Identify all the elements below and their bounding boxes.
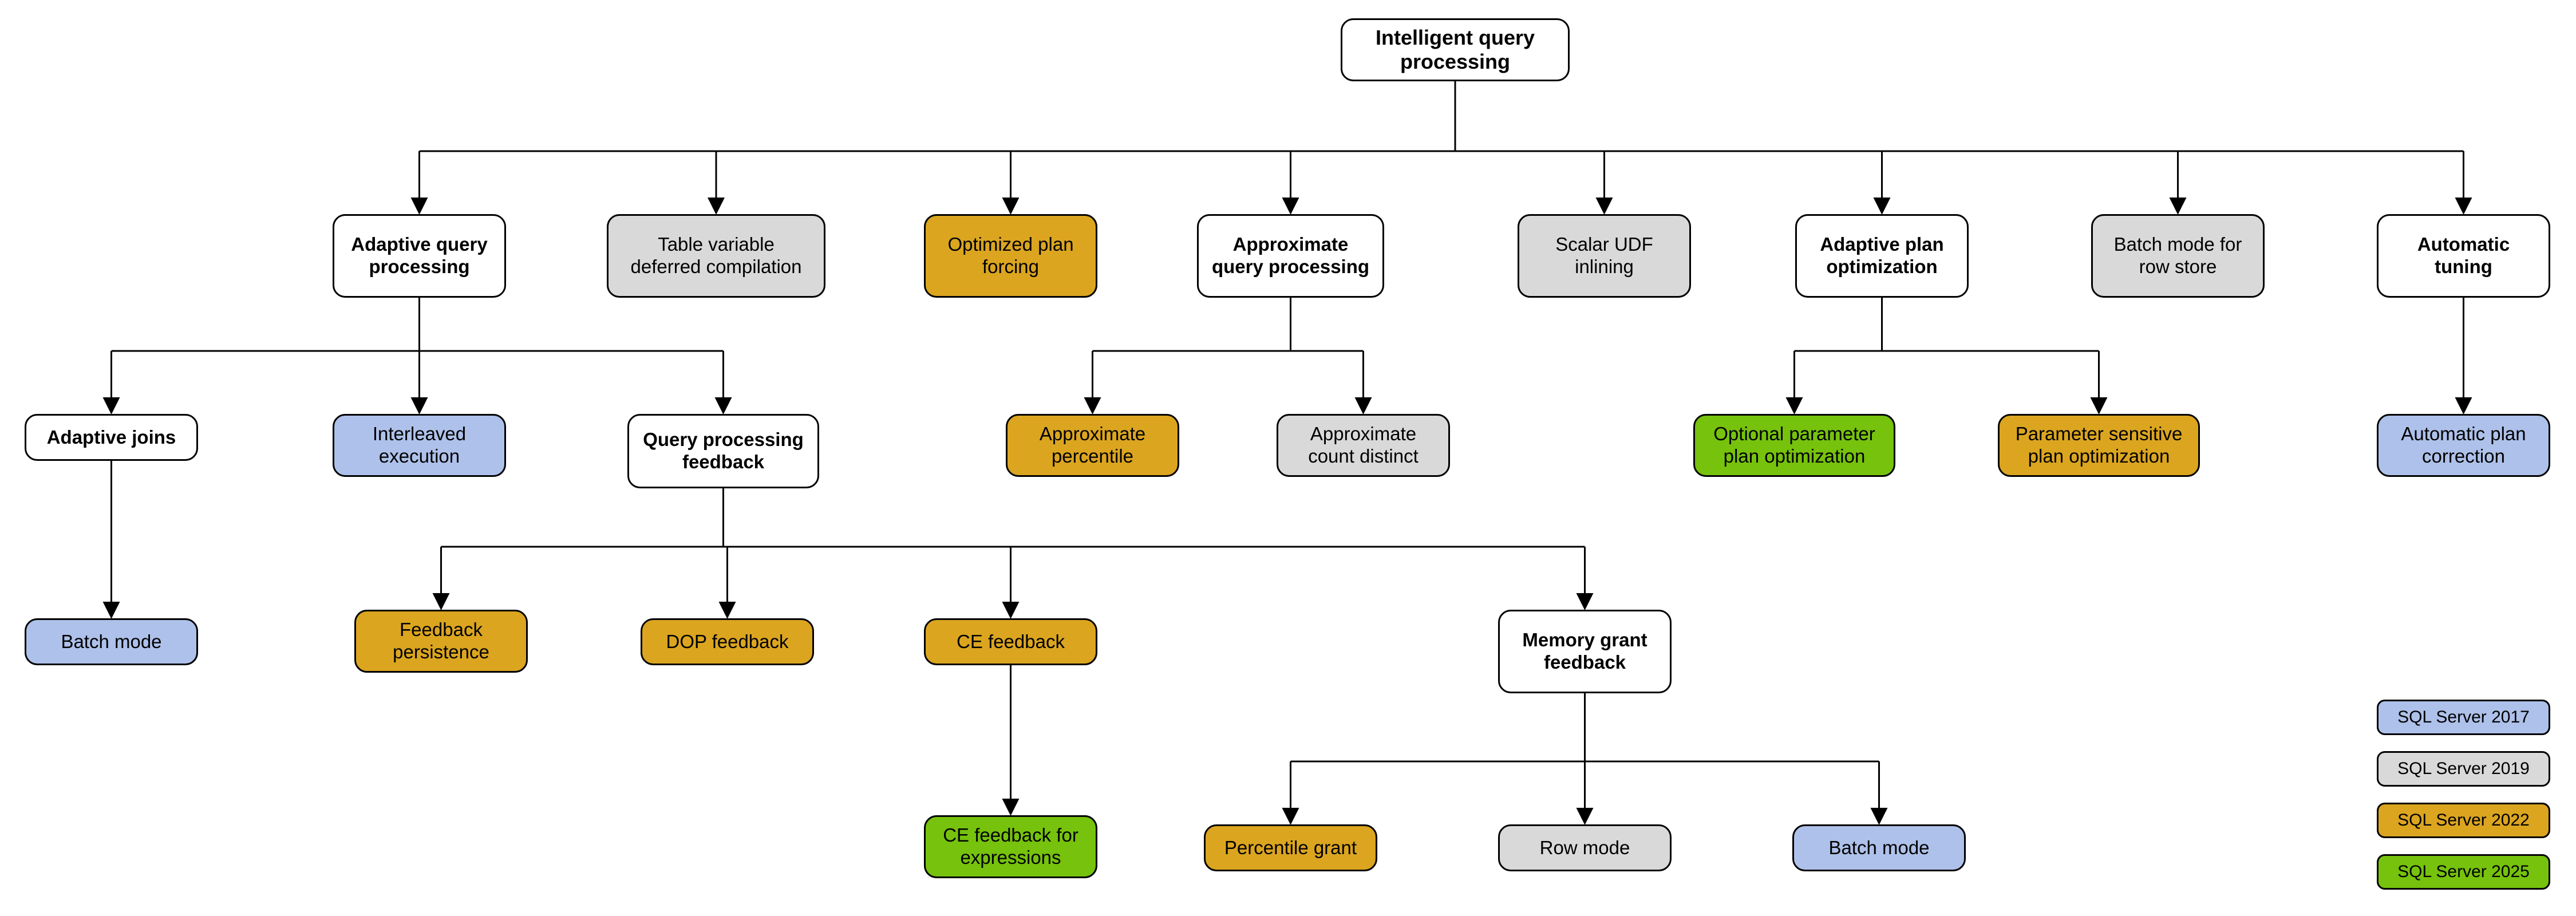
node-qpf[interactable]: Query processing feedback	[627, 414, 819, 488]
node-fbpers[interactable]: Feedback persistence	[354, 610, 528, 673]
node-interl[interactable]: Interleaved execution	[333, 414, 506, 477]
node-label: Adaptive plan optimization	[1820, 234, 1944, 277]
node-label: Adaptive query processing	[351, 234, 488, 277]
node-aqp[interactable]: Adaptive query processing	[333, 214, 506, 298]
legend-item-orange[interactable]: SQL Server 2022	[2377, 803, 2550, 838]
node-label: Batch mode	[61, 630, 162, 652]
node-approxqp[interactable]: Approximate query processing	[1197, 214, 1384, 298]
node-acd[interactable]: Approximate count distinct	[1277, 414, 1450, 477]
node-label: Query processing feedback	[643, 429, 804, 472]
node-label: CE feedback for expressions	[943, 824, 1078, 868]
node-bmrs[interactable]: Batch mode for row store	[2091, 214, 2265, 298]
node-label: CE feedback	[957, 630, 1065, 652]
node-label: Scalar UDF inlining	[1555, 234, 1653, 277]
node-bmode2[interactable]: Batch mode	[1792, 824, 1966, 871]
node-udf[interactable]: Scalar UDF inlining	[1518, 214, 1691, 298]
node-label: Optional parameter plan optimization	[1713, 423, 1875, 467]
node-apo[interactable]: Adaptive plan optimization	[1795, 214, 1969, 298]
node-root[interactable]: Intelligent query processing	[1341, 18, 1570, 81]
node-apc[interactable]: Automatic plan correction	[2377, 414, 2550, 477]
legend-item-label: SQL Server 2019	[2397, 759, 2530, 778]
legend-item-green[interactable]: SQL Server 2025	[2377, 854, 2550, 890]
node-label: Optimized plan forcing	[947, 234, 1074, 277]
node-mgf[interactable]: Memory grant feedback	[1498, 610, 1672, 693]
node-label: Percentile grant	[1224, 836, 1357, 858]
node-pspo[interactable]: Parameter sensitive plan optimization	[1998, 414, 2200, 477]
node-label: Memory grant feedback	[1522, 629, 1647, 673]
node-ajoin[interactable]: Adaptive joins	[25, 414, 198, 461]
node-label: Feedback persistence	[393, 619, 489, 662]
node-cefbexpr[interactable]: CE feedback for expressions	[924, 815, 1097, 878]
node-label: Approximate percentile	[1039, 423, 1146, 467]
node-label: Interleaved execution	[372, 423, 467, 467]
node-rowmode[interactable]: Row mode	[1498, 824, 1672, 871]
legend-item-label: SQL Server 2017	[2397, 708, 2530, 727]
node-cefb[interactable]: CE feedback	[924, 618, 1097, 665]
legend-item-blue[interactable]: SQL Server 2017	[2377, 700, 2550, 735]
node-label: Batch mode	[1828, 836, 1930, 858]
node-opf[interactable]: Optimized plan forcing	[924, 214, 1097, 298]
node-label: Approximate count distinct	[1308, 423, 1419, 467]
node-tvdc[interactable]: Table variable deferred compilation	[607, 214, 825, 298]
node-label: Batch mode for row store	[2113, 234, 2242, 277]
node-bmode1[interactable]: Batch mode	[25, 618, 198, 665]
node-label: DOP feedback	[666, 630, 789, 652]
node-apct[interactable]: Approximate percentile	[1006, 414, 1179, 477]
node-label: Table variable deferred compilation	[630, 234, 802, 277]
node-label: Row mode	[1539, 836, 1630, 858]
node-dopfb[interactable]: DOP feedback	[641, 618, 814, 665]
node-oppo[interactable]: Optional parameter plan optimization	[1693, 414, 1895, 477]
legend-item-label: SQL Server 2022	[2397, 811, 2530, 830]
legend-item-label: SQL Server 2025	[2397, 862, 2530, 881]
node-pgrant[interactable]: Percentile grant	[1204, 824, 1377, 871]
legend-item-gray[interactable]: SQL Server 2019	[2377, 751, 2550, 787]
node-label: Automatic tuning	[2417, 234, 2510, 277]
node-label: Adaptive joins	[46, 426, 176, 448]
node-label: Automatic plan correction	[2401, 423, 2526, 467]
node-label: Approximate query processing	[1211, 234, 1370, 277]
node-label: Intelligent query processing	[1375, 25, 1535, 73]
node-label: Parameter sensitive plan optimization	[2015, 423, 2183, 467]
node-autotune[interactable]: Automatic tuning	[2377, 214, 2550, 298]
